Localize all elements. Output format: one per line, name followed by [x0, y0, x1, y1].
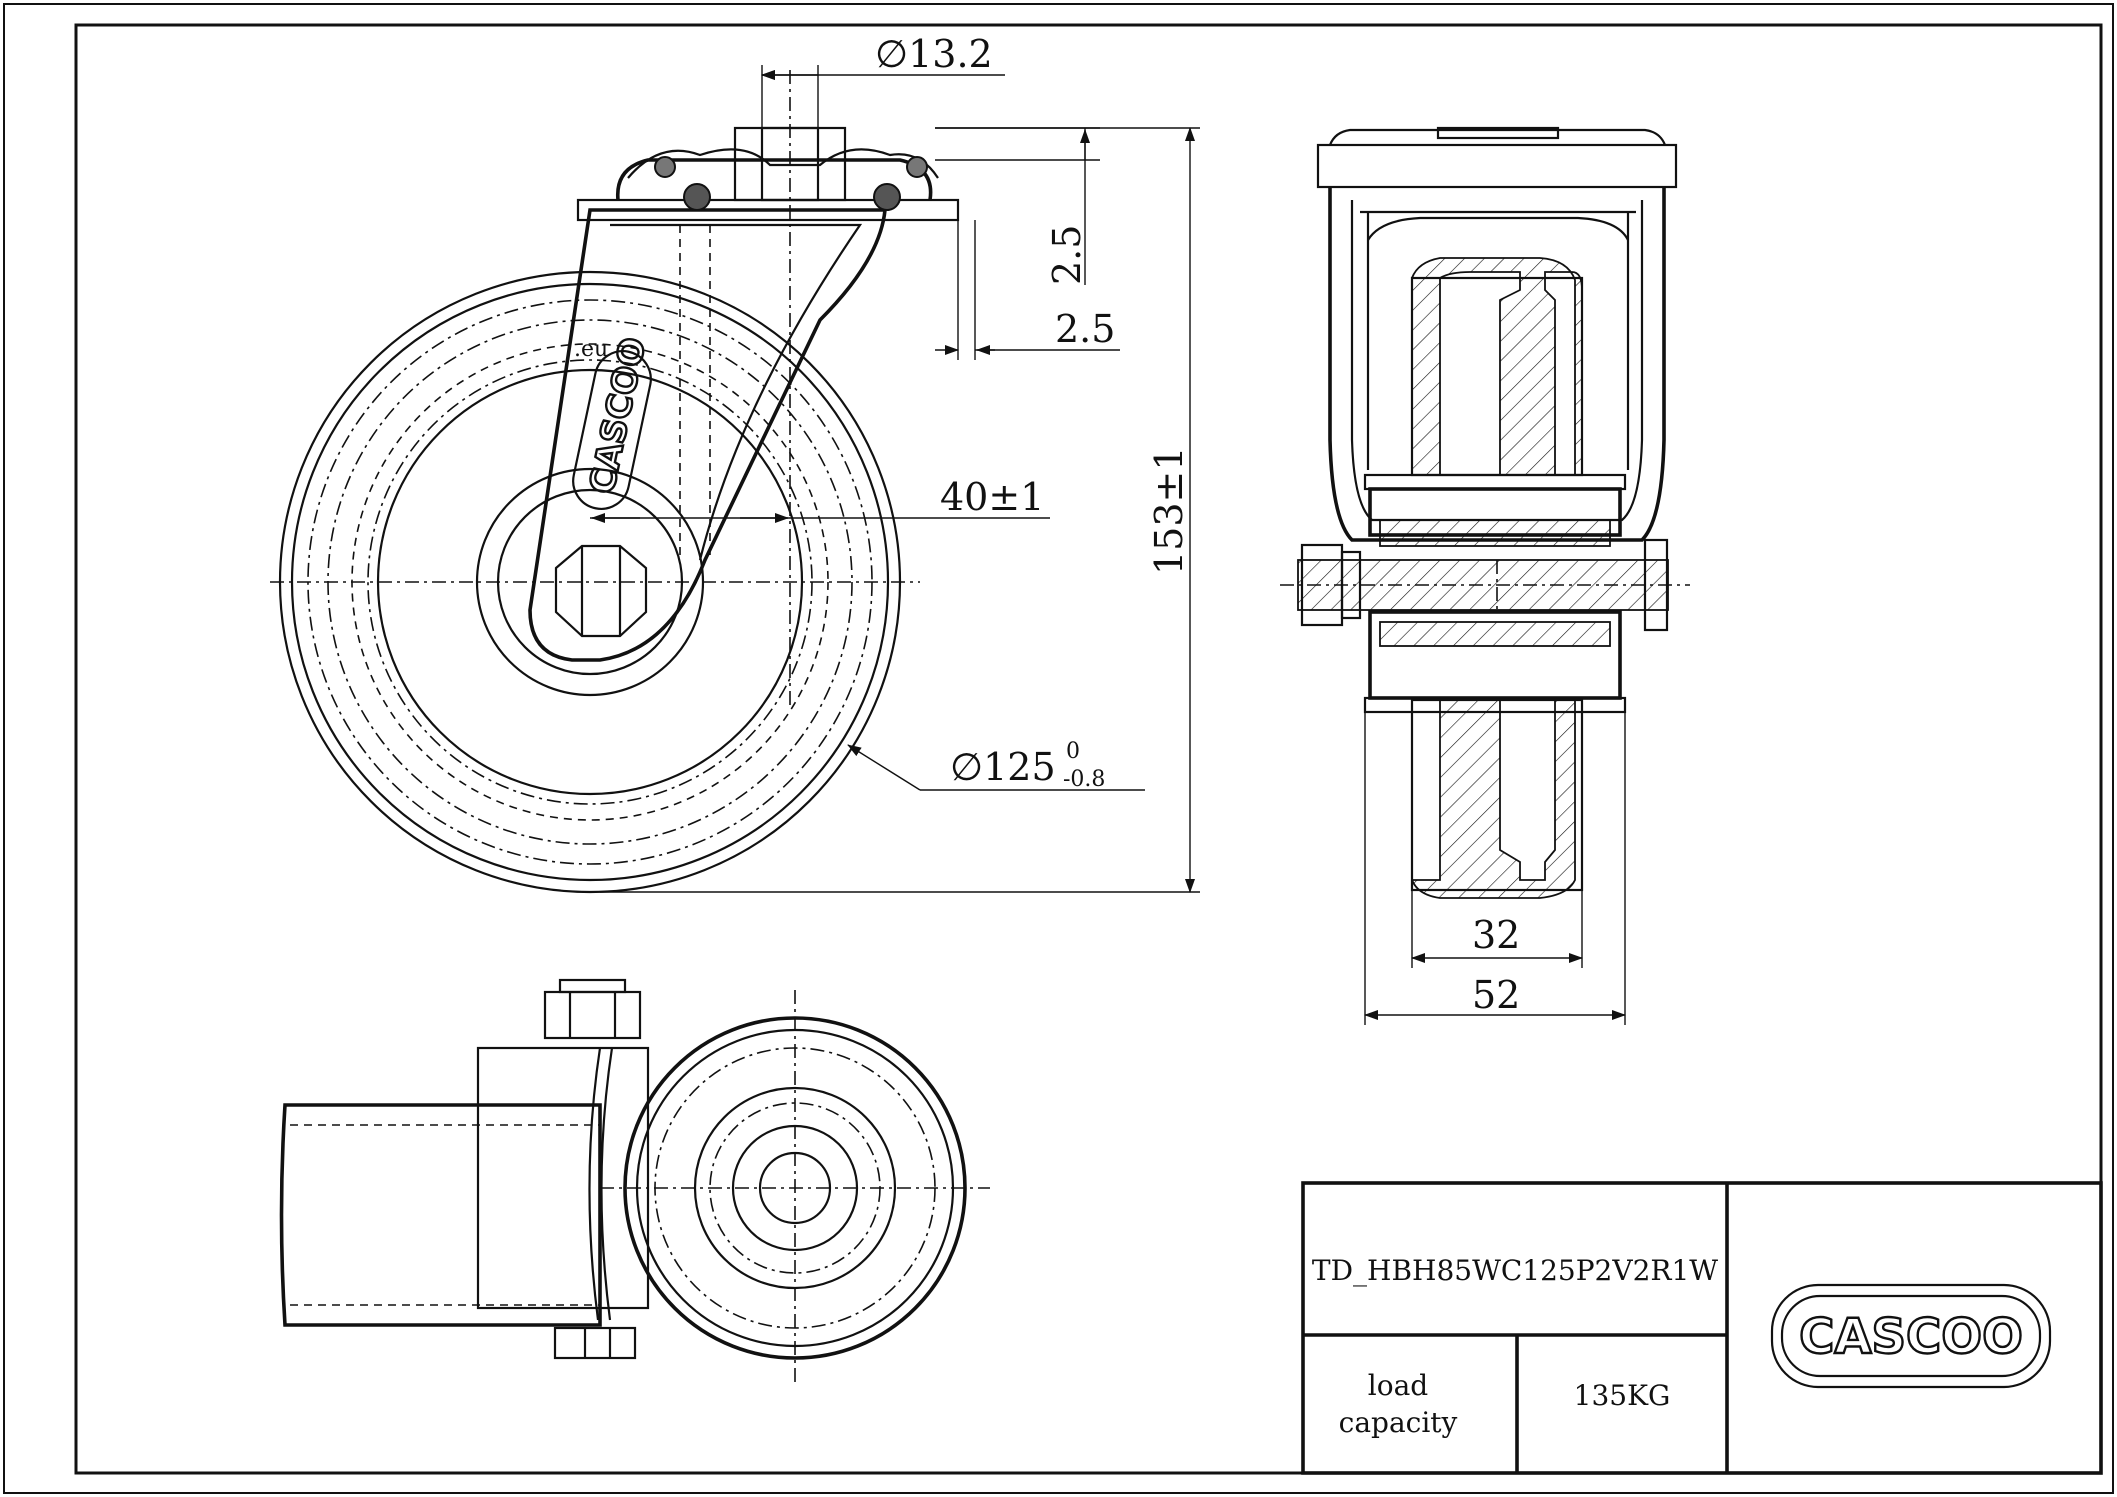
inner-frame: [74, 23, 2103, 1475]
outer-border: [3, 3, 2114, 1494]
load-value: 135KG: [1574, 1379, 1671, 1412]
load-label-line1: load: [1368, 1369, 1429, 1402]
fork-plan: [279, 1103, 602, 1327]
dim-overall-width: 52: [1472, 973, 1520, 1017]
title-block: TD_HBH85WC125P2V2R1W load capacity 135KG…: [1301, 1181, 2103, 1475]
tyre-section-upper: [1411, 257, 1583, 476]
side-view: CASCOO .eu ∅13.2 2.5 2.5 40±1 153±1: [270, 32, 1200, 894]
dim-wheel-diameter: ∅125: [950, 745, 1056, 789]
dim-overall-height: 153±1: [1147, 446, 1191, 575]
ball-bearing: [654, 156, 676, 178]
dim-hub-width: 32: [1472, 913, 1520, 957]
dim-swivel-offset: 40±1: [940, 475, 1044, 519]
dim-stem-diameter: ∅13.2: [875, 32, 993, 76]
ball-bearing: [906, 156, 928, 178]
dim-top-offset: 2.5: [1045, 225, 1089, 285]
tyre-section-lower: [1411, 699, 1576, 899]
load-label-line2: capacity: [1339, 1406, 1458, 1439]
dim-side-offset: 2.5: [1055, 307, 1115, 351]
fork-leg: [528, 208, 887, 662]
dim-wheel-tol-lower: -0.8: [1063, 767, 1105, 792]
top-view: [279, 978, 990, 1385]
axle-nut: [554, 544, 648, 638]
ball-bearing: [683, 183, 711, 211]
brand-logo-frame: [1770, 1283, 2052, 1389]
ball-bearing: [873, 183, 901, 211]
fork-brand-suffix: .eu: [574, 337, 608, 362]
part-number: TD_HBH85WC125P2V2R1W: [1312, 1254, 1718, 1287]
brand-logo: CASCOO: [1799, 1309, 2023, 1365]
dim-wheel-tol-upper: 0: [1066, 739, 1080, 764]
fork-section: [1328, 187, 1666, 542]
section-view: 32 52: [1280, 126, 1690, 1025]
